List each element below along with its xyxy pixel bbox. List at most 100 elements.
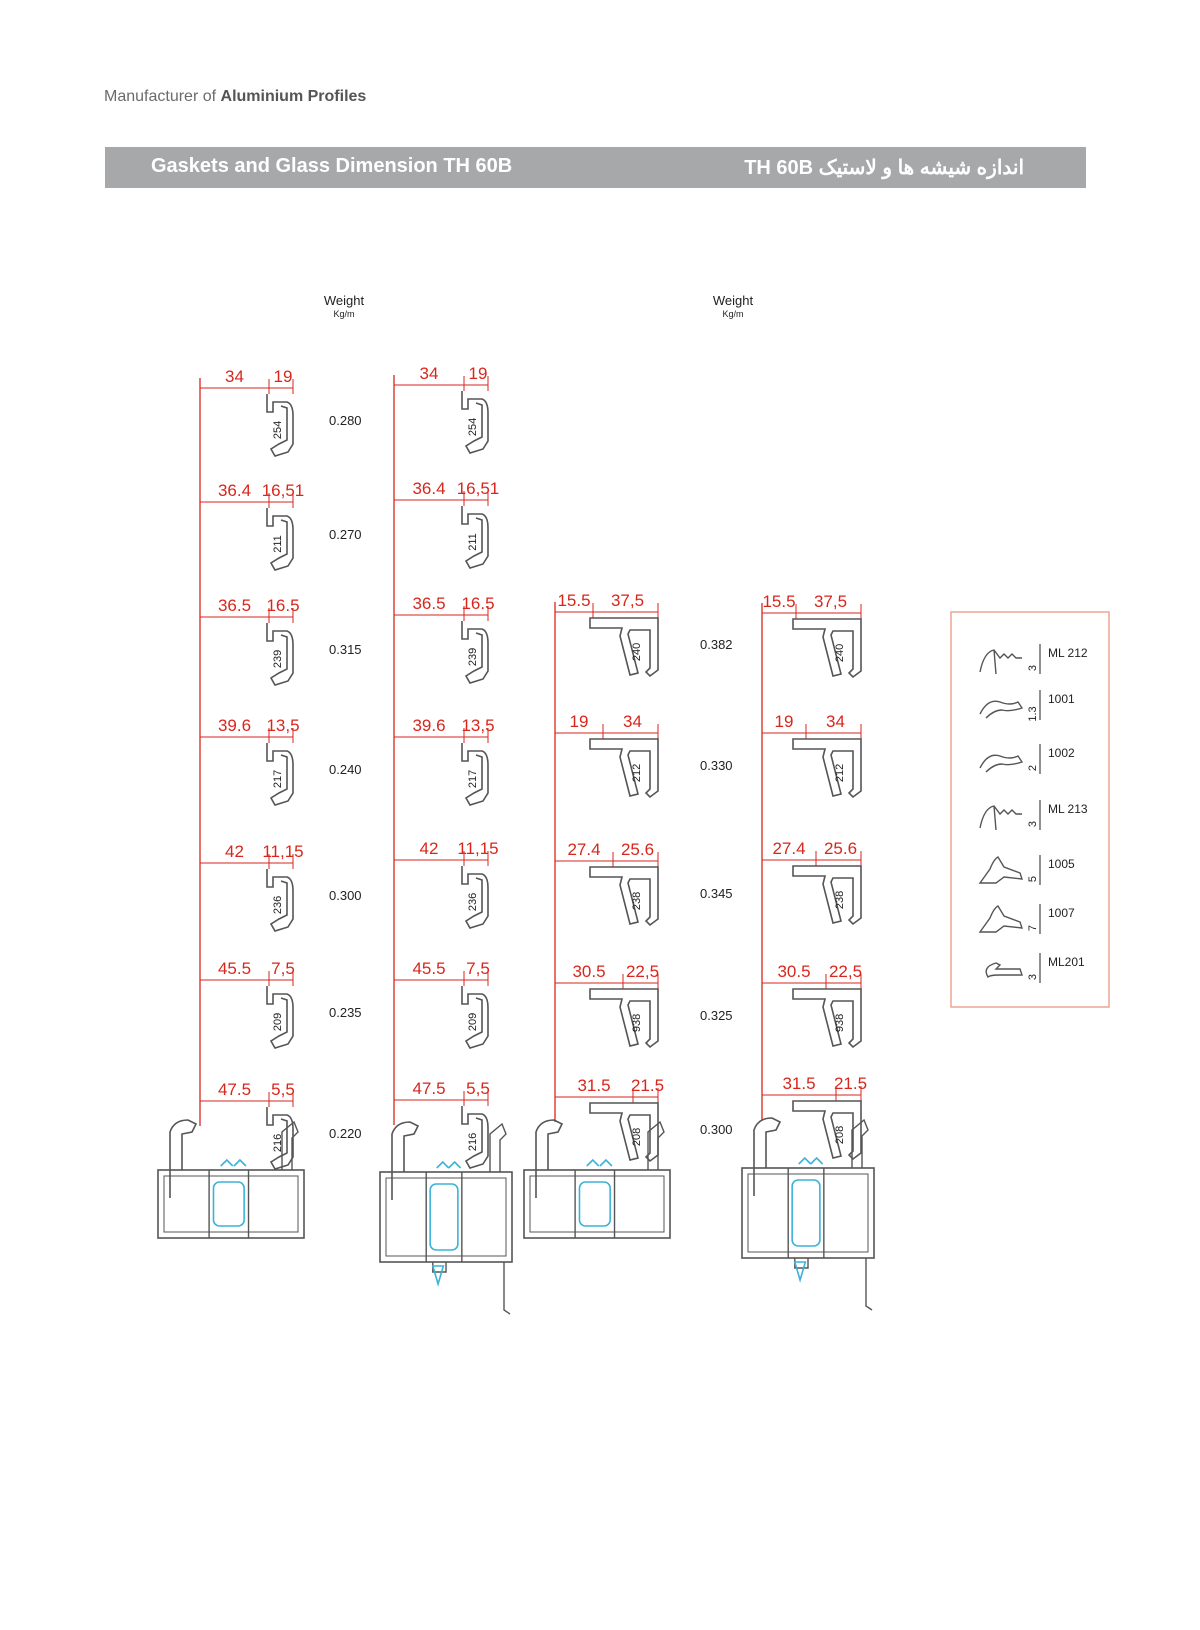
bead-profile-shape [266, 869, 294, 932]
dimension-a: 36.5 [218, 596, 251, 615]
dimension-a: 19 [775, 712, 794, 731]
weight-value: 0.280 [329, 413, 362, 428]
profile-code: 216 [467, 1133, 479, 1151]
profile-code: 240 [834, 644, 846, 662]
dimension-a: 39.6 [412, 716, 445, 735]
profile-code: 236 [272, 896, 284, 914]
weight-value: 0.240 [329, 762, 362, 777]
weight-value: 0.345 [700, 886, 733, 901]
dimension-a: 36.5 [412, 594, 445, 613]
gasket-size: 5 [1027, 876, 1039, 882]
bead-profile-shape [589, 738, 659, 799]
profile-code: 254 [467, 418, 479, 436]
thermal-break [429, 1183, 459, 1251]
dimension-b: 5,5 [466, 1079, 490, 1098]
bead-profile-shape [589, 988, 659, 1049]
gasket-item: 3ML 213 [979, 800, 1088, 831]
gasket-code: 1005 [1048, 857, 1075, 871]
profile-code: 236 [467, 893, 479, 911]
profile-code: 208 [834, 1126, 846, 1144]
gasket-shape [978, 856, 1024, 884]
bead-profile-shape [266, 623, 294, 686]
weight-value: 0.315 [329, 642, 362, 657]
profile-code: 238 [834, 891, 846, 909]
dimension-a: 34 [420, 364, 439, 383]
dimension-a: 47.5 [412, 1079, 445, 1098]
dimension-b: 25.6 [621, 840, 654, 859]
dimension-a: 30.5 [572, 962, 605, 981]
gasket-shape [979, 649, 1022, 675]
profile-code: 217 [467, 770, 479, 788]
profile-code: 938 [631, 1014, 643, 1032]
thermal-break [578, 1181, 611, 1227]
dimension-a: 19 [570, 712, 589, 731]
weight-unit: Kg/m [333, 309, 354, 319]
gasket-item: 3ML 212 [979, 644, 1088, 675]
dimension-b: 19 [469, 364, 488, 383]
dimension-b: 22,5 [829, 962, 862, 981]
bead-profile-shape [461, 1106, 489, 1169]
bead-profile-shape [589, 1102, 659, 1163]
gasket-shape [978, 905, 1024, 933]
dimension-b: 16,51 [262, 481, 305, 500]
profile-code: 211 [467, 533, 479, 551]
dimension-a: 15.5 [557, 591, 590, 610]
dimension-a: 27.4 [772, 839, 805, 858]
bead-row: 34 19 254 [394, 364, 489, 454]
dimension-b: 16,51 [457, 479, 500, 498]
weight-value: 0.382 [700, 637, 733, 652]
bead-profile-shape [266, 394, 294, 457]
bead-profile-shape [792, 1100, 862, 1161]
dimension-b: 37,5 [611, 591, 644, 610]
gasket-shape [979, 700, 1024, 719]
weight-value: 0.300 [700, 1122, 733, 1137]
gasket-size: 1.3 [1027, 706, 1039, 721]
dimension-a: 42 [420, 839, 439, 858]
bead-profile-shape [792, 865, 862, 926]
gasket-size: 7 [1027, 925, 1039, 931]
profile-code: 208 [631, 1128, 643, 1146]
gasket-shape [979, 805, 1022, 831]
dimension-a: 36.4 [412, 479, 445, 498]
bead-profile-shape [792, 988, 862, 1049]
dimension-a: 27.4 [567, 840, 600, 859]
dimension-a: 31.5 [577, 1076, 610, 1095]
bead-profile-shape [266, 508, 294, 571]
bead-profile-shape [266, 986, 294, 1049]
dimension-b: 22,5 [626, 962, 659, 981]
dimension-b: 21.5 [631, 1076, 664, 1095]
dimension-b: 16.5 [266, 596, 299, 615]
bead-profile-shape [461, 743, 489, 806]
weight-header-right: Weight Kg/m [713, 293, 754, 319]
profile-code: 938 [834, 1014, 846, 1032]
gasket-code: ML 213 [1048, 802, 1088, 816]
title-english: Gaskets and Glass Dimension TH 60B [151, 155, 513, 177]
dimension-b: 16.5 [461, 594, 494, 613]
profile-code: 209 [467, 1013, 479, 1031]
dimension-b: 7,5 [466, 959, 490, 978]
weight-header-left: Weight Kg/m [324, 293, 365, 319]
gasket-size: 2 [1027, 765, 1039, 771]
weight-value: 0.330 [700, 758, 733, 773]
